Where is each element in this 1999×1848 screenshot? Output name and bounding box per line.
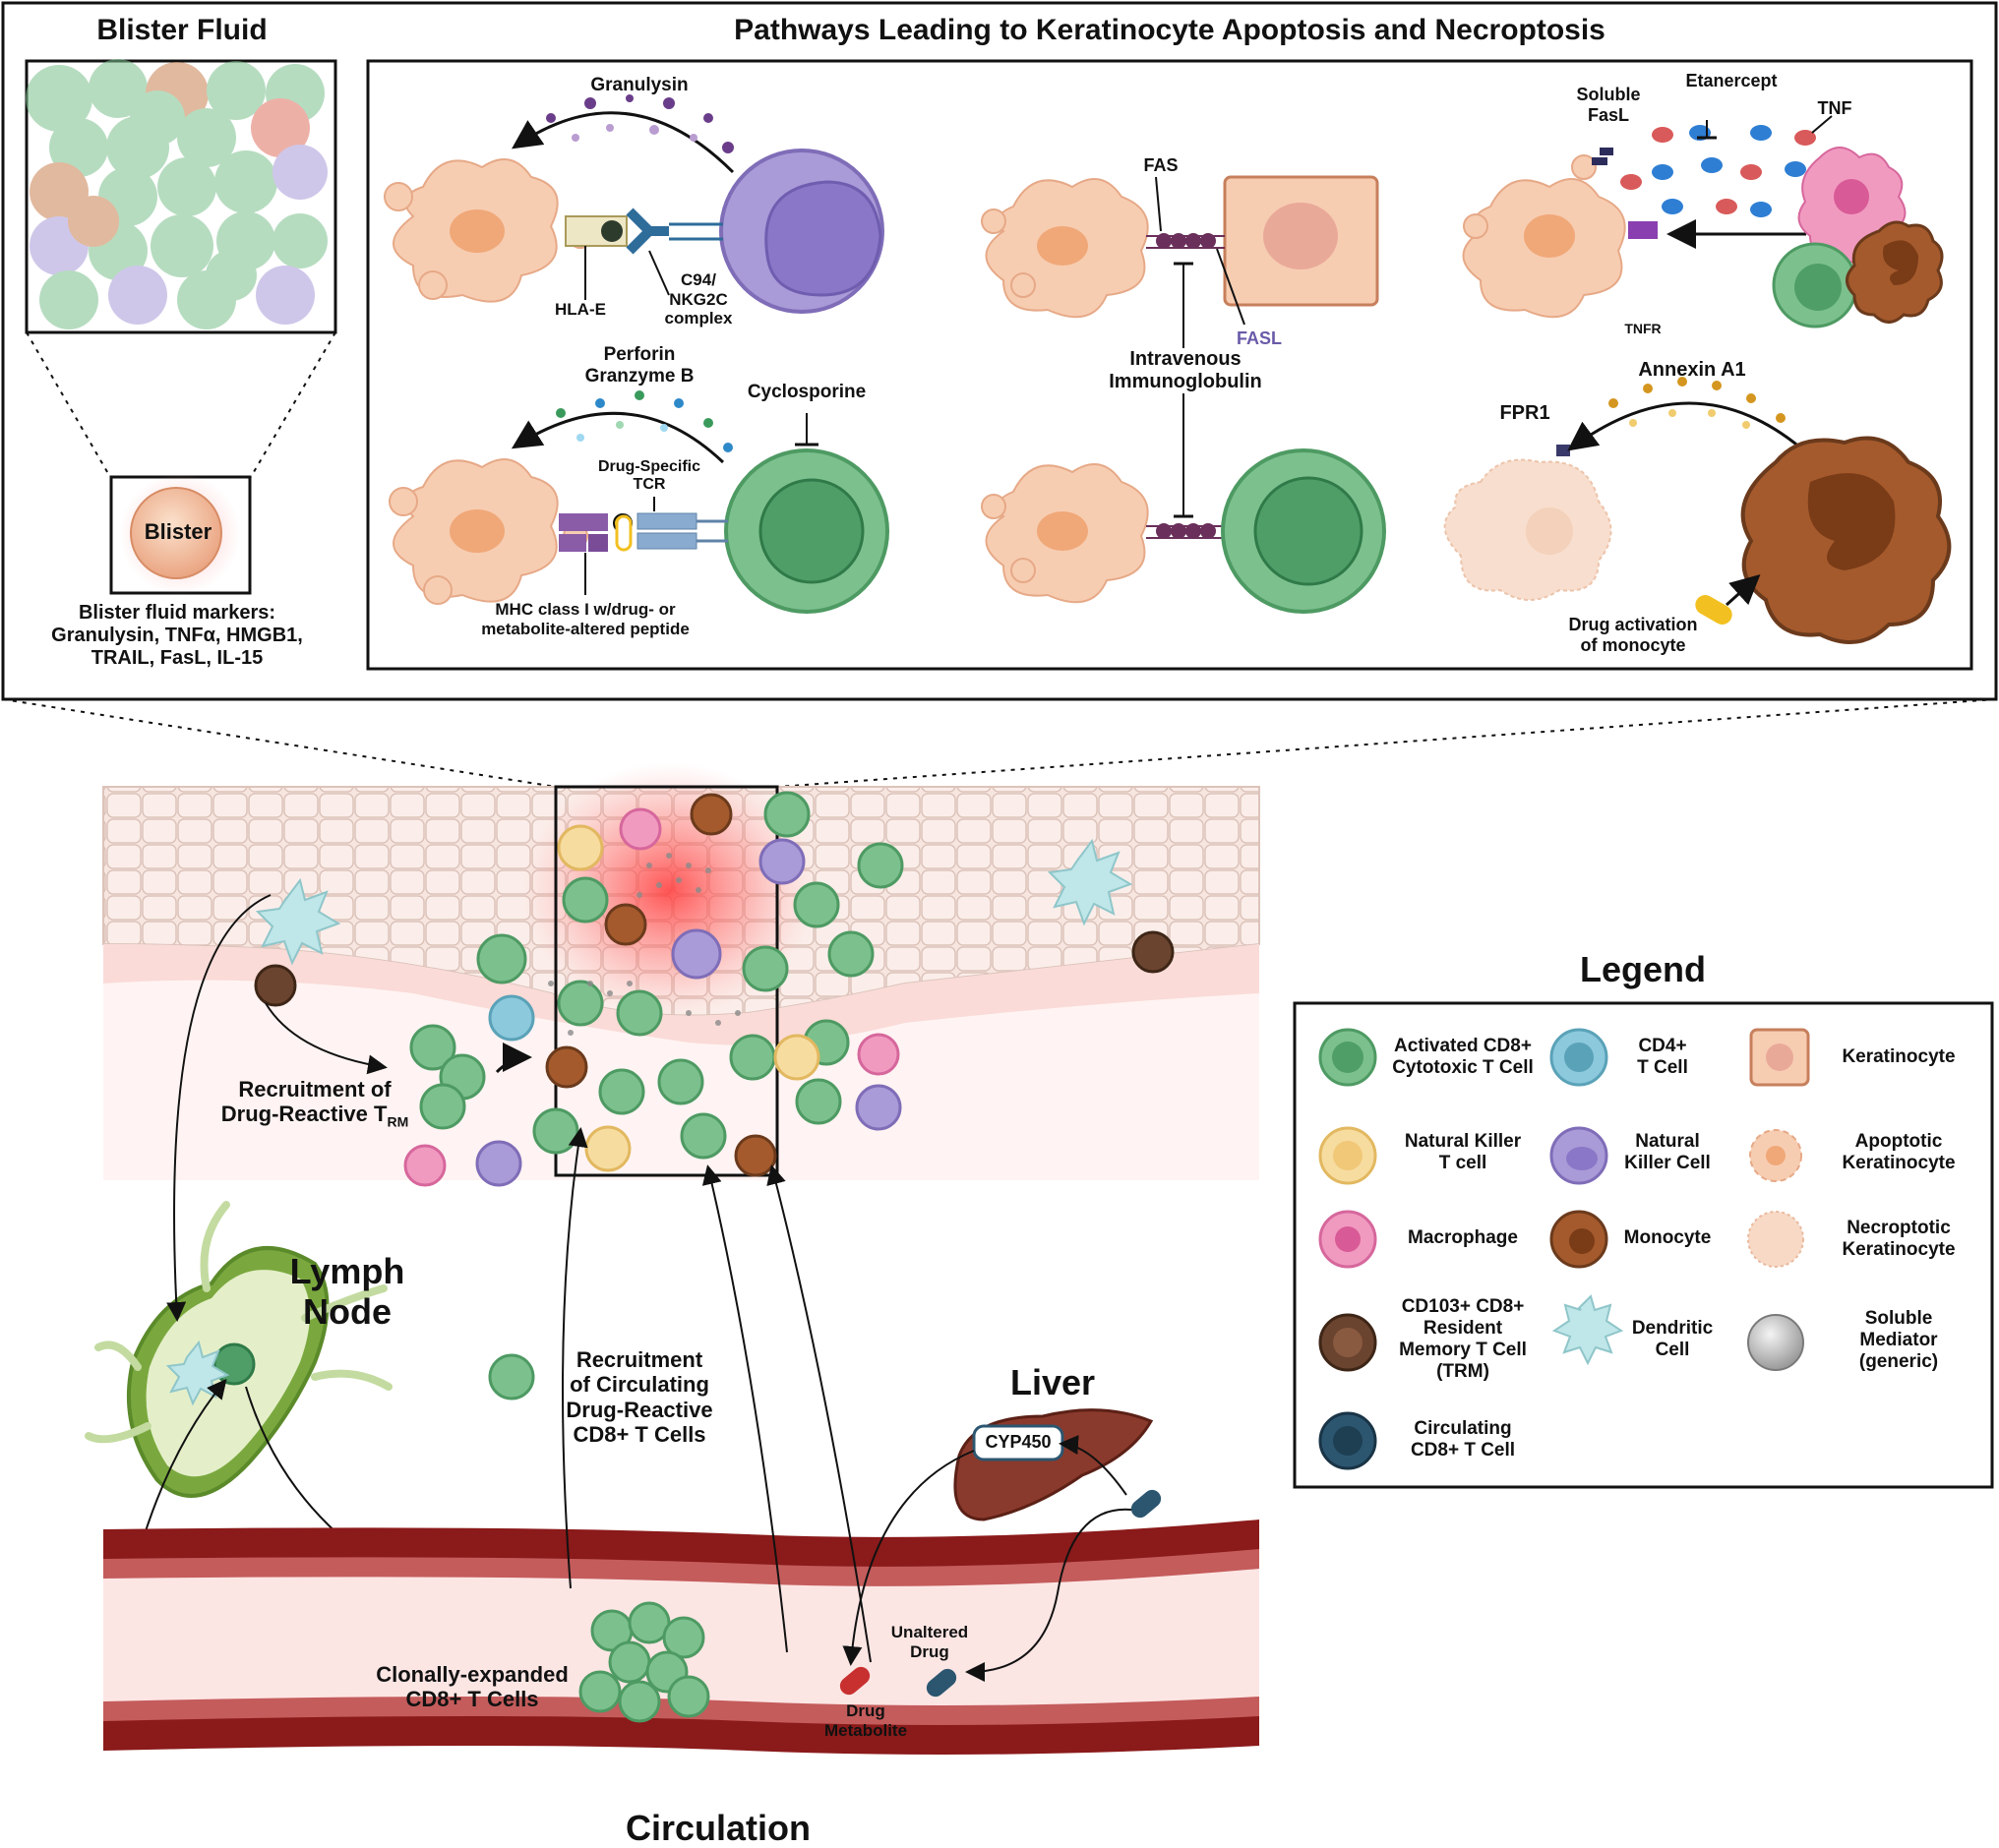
label-fas: FAS [1143,155,1179,175]
legend-label: Dendritic Cell [1631,1318,1714,1360]
recruit-trm-sub: RM [387,1113,409,1130]
label-recruit-circ: Recruitment of Circulating Drug-Reactive… [566,1347,713,1447]
inflammation-glow [521,762,817,1018]
label-c94: C94/ NKG2C complex [664,270,733,328]
label-perforin: Perforin Granzyme B [584,344,695,387]
legend-label: Necroptotic Keratinocyte [1842,1218,1956,1260]
blister-label: Blister [144,519,212,544]
legend-label: Natural Killer T cell [1404,1131,1522,1173]
zoom-line-right [250,331,336,478]
annexin-dots [1608,377,1786,429]
legend-label: Soluble Mediator (generic) [1858,1308,1939,1372]
perforin-arrow [511,411,725,464]
skin-cells [116,791,1175,1677]
label-fasl: FASL [1236,328,1282,348]
zoom-line-left [26,331,111,478]
label-etanercept: Etanercept [1685,71,1778,90]
legend-label: Natural Killer Cell [1624,1131,1711,1173]
legend-label: Macrophage [1408,1227,1518,1248]
perforin-dots [556,390,733,452]
legend-icons [1318,1028,1810,1470]
label-drug-tcr: Drug-Specific TCR [597,458,700,494]
label-annexin: Annexin A1 [1638,359,1746,381]
label-recruit-trm: Recruitment of Drug-Reactive TRM [197,1077,433,1130]
blister-markers: Blister fluid markers: Granulysin, TNFα,… [51,602,303,669]
label-cyclosporine: Cyclosporine [747,382,867,402]
legend-label: Keratinocyte [1842,1046,1956,1067]
blister-bubble [130,487,222,579]
label-liver: Liver [1009,1362,1096,1402]
legend-label: Circulating CD8+ T Cell [1410,1418,1516,1461]
legend-title: Legend [1579,949,1706,989]
apoptotic-keratinocyte-4 [981,463,1149,604]
label-ivig: Intravenous Immunoglobulin [1092,348,1279,393]
blister-fluid-cells [26,59,328,329]
label-tnfr: TNFR [1624,321,1662,336]
label-circulation: Circulation [625,1808,811,1848]
tnf-molecules [1620,125,1816,217]
monocyte-small-top [1846,220,1944,324]
label-fpr1: FPR1 [1499,402,1550,424]
fas-fasl-top [1146,233,1225,249]
label-clonal: Clonally-expanded CD8+ T Cells [376,1662,569,1712]
necroptotic-keratinocyte [1443,458,1612,601]
monocyte-large [1740,436,1952,644]
granulysin-arrow [512,111,735,174]
annexin-arrow [1567,401,1801,451]
legend-label: CD4+ T Cell [1637,1036,1688,1078]
label-mhc: MHC class I w/drug- or metabolite-altere… [481,600,690,638]
fas-fasl-bottom [1146,523,1230,539]
label-drug-activation: Drug activation of monocyte [1568,615,1698,655]
legend-box [1293,1001,1994,1489]
legend-label: Activated CD8+ Cytotoxic T Cell [1392,1036,1534,1078]
mediator-dots [548,853,741,1036]
apoptotic-keratinocyte-3 [981,178,1149,319]
apoptotic-keratinocyte-5 [1462,154,1626,319]
label-granulysin: Granulysin [590,75,689,95]
label-metabolite: Drug Metabolite [823,1701,908,1740]
clonal-cells [578,1601,710,1723]
pathways-title: Pathways Leading to Keratinocyte Apoptos… [734,14,1605,46]
blister-fluid-title: Blister Fluid [96,14,268,46]
recruit-trm-text: Recruitment of Drug-Reactive T [220,1077,392,1127]
granulysin-dots [546,94,734,153]
label-lymph-node: Lymph Node [289,1251,405,1333]
label-cyp450: CYP450 [985,1432,1052,1452]
legend-label: CD103+ CD8+ Resident Memory T Cell (TRM) [1399,1296,1527,1382]
label-tnf: TNF [1817,98,1852,118]
legend-label: Apoptotic Keratinocyte [1842,1131,1956,1173]
label-hla-e: HLA-E [555,300,606,319]
legend-label: Monocyte [1623,1227,1712,1248]
label-unaltered: Unaltered Drug [890,1623,969,1661]
label-soluble-fasl: Soluble FasL [1576,85,1641,125]
